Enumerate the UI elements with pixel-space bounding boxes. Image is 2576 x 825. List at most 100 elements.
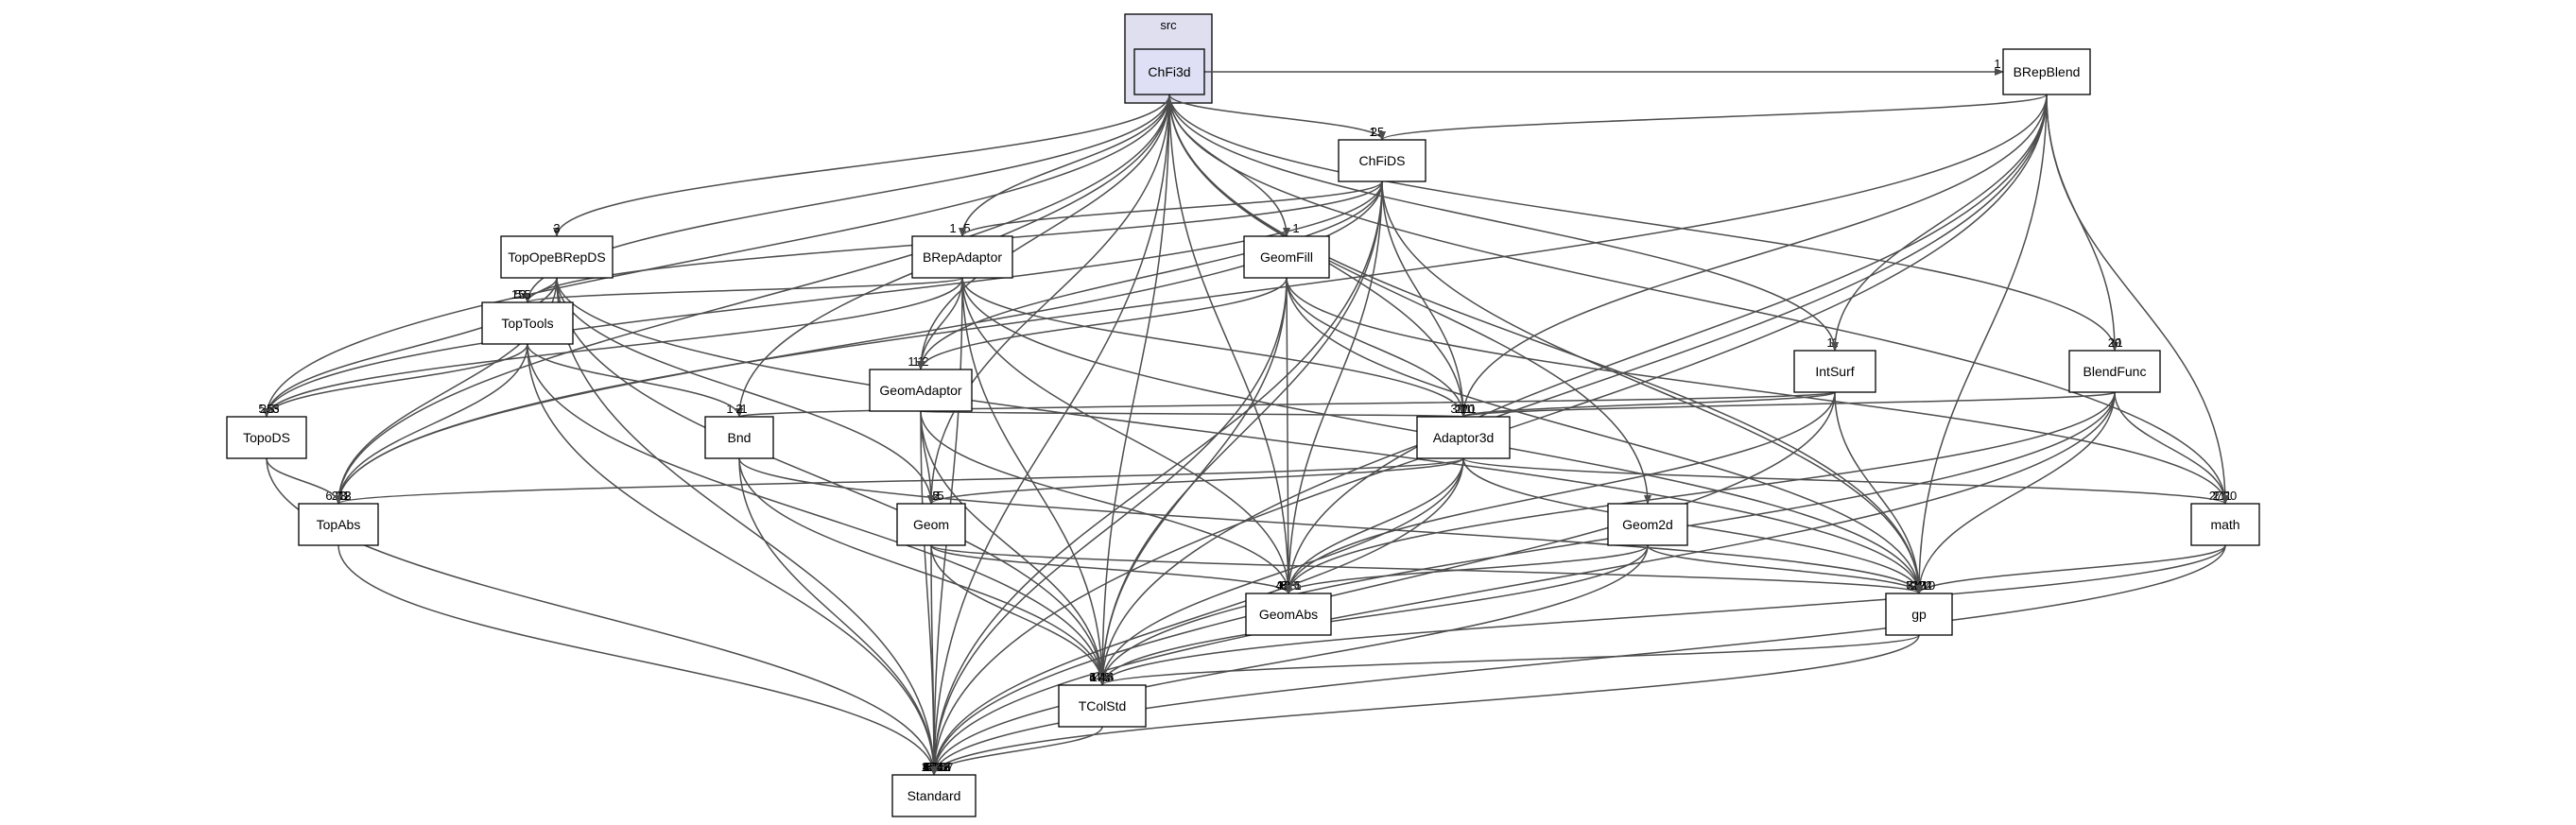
edge-brepadaptor-to-adaptor3d[interactable] [961,277,1467,418]
node-label[interactable]: Adaptor3d [1433,430,1495,445]
node-label[interactable]: BlendFunc [2083,364,2147,379]
edge-toptools-to-bnd[interactable] [527,343,743,418]
node-box[interactable] [2190,503,2260,546]
edge-chfi3d-to-topopebrepds[interactable] [553,94,1170,237]
node-box[interactable] [481,301,574,345]
edge-label[interactable]: 5 [514,287,521,301]
edge-gp-to-tcolstd[interactable] [1098,634,1920,686]
node-geomfill[interactable]: GeomFill [1243,235,1330,279]
node-adaptor3d[interactable]: Adaptor3d [1416,416,1511,459]
edge-geom-to-standard[interactable] [929,544,938,776]
edge-label[interactable]: 1 [726,402,733,416]
edge-brepblend-to-math[interactable] [2046,94,2229,505]
node-label[interactable]: Geom [913,517,949,532]
node-geomabs[interactable]: GeomAbs [1245,593,1332,636]
edge-brepblend-to-tcolstd[interactable] [1098,94,2048,686]
node-box[interactable] [226,416,307,459]
node-topabs[interactable]: TopAbs [298,503,379,546]
edge-geom2d-to-tcolstd[interactable] [1098,544,1649,686]
node-box[interactable] [2068,350,2161,393]
node-box[interactable] [911,235,1013,279]
node-label[interactable]: BRepAdaptor [923,249,1002,265]
edge-adaptor3d-to-gp[interactable] [1462,457,1923,594]
edge-label[interactable]: 1 [1294,578,1301,593]
edge-geomfill-to-geomadaptor[interactable] [917,277,1288,370]
edge-label[interactable]: 20 [2223,489,2237,503]
edge-label[interactable]: 5 [925,760,932,774]
edge-chfi3d-to-geomabs[interactable] [1168,94,1292,594]
edge-label[interactable]: 3 [344,489,351,503]
edge-label[interactable]: 3 [1450,402,1457,416]
edge-brepadaptor-to-geomadaptor[interactable] [917,277,963,370]
edge-geomadaptor-to-geomabs[interactable] [920,410,1292,594]
edge-label[interactable]: 6 [1280,578,1287,593]
node-topopebrepds[interactable]: TopOpeBRepDS [500,235,614,279]
edge-label[interactable]: 5 [272,402,279,416]
node-box[interactable] [1245,593,1332,636]
edge-label[interactable]: 7 [1103,670,1110,684]
edge-chfi3d-to-gp[interactable] [1168,94,1923,594]
edge-adaptor3d-to-math[interactable] [1462,457,2229,505]
node-label[interactable]: Geom2d [1622,517,1673,532]
edge-geom-to-tcolstd[interactable] [930,544,1106,686]
edge-label[interactable]: 3 [1906,578,1912,593]
node-math[interactable]: math [2190,503,2260,546]
edge-label[interactable]: 3 [272,402,279,416]
node-label[interactable]: TopOpeBRepDS [508,249,606,265]
node-geom[interactable]: Geom [896,503,966,546]
edge-label[interactable]: 1 [912,354,919,369]
edge-label[interactable]: 1 [921,760,927,774]
edge-geomadaptor-to-tcolstd[interactable] [920,410,1106,686]
edge-brepadaptor-to-geomabs[interactable] [961,277,1292,594]
node-brepblend[interactable]: BRepBlend [2002,48,2091,95]
node-box[interactable] [896,503,966,546]
edge-label[interactable]: 43 [937,760,950,774]
edge-chfids-to-topods[interactable] [263,180,1383,418]
edge-label[interactable]: 10 [1922,578,1935,593]
edge-geom2d-to-geomabs[interactable] [1285,544,1649,594]
edge-bnd-to-tcolstd[interactable] [738,457,1106,686]
edge-label[interactable]: 2 [1910,578,1917,593]
node-toptools[interactable]: TopTools [481,301,574,345]
edge-label[interactable]: 3 [925,760,932,774]
edge-topopebrepds-to-gp[interactable] [556,277,1923,594]
edge-adaptor3d-to-standard[interactable] [930,457,1464,776]
edge-geom2d-to-standard[interactable] [930,544,1649,776]
edge-label[interactable]: 3 [553,221,560,235]
edge-geom2d-to-gp[interactable] [1647,544,1923,594]
node-box[interactable] [500,235,614,279]
edge-topopebrepds-to-tcolstd[interactable] [556,277,1106,686]
edge-chfi3d-to-tcolstd[interactable] [1098,94,1170,686]
edge-toptools-to-tcolstd[interactable] [527,343,1106,686]
edge-intsurf-to-adaptor3d[interactable] [1460,391,1836,418]
edge-label[interactable]: 25 [260,402,273,416]
edge-math-to-gp[interactable] [1915,544,2226,594]
edge-label[interactable]: 5 [932,489,939,503]
edge-geomadaptor-to-adaptor3d[interactable] [920,407,1466,418]
edge-chfi3d-to-standard[interactable] [930,94,1170,776]
edge-chfids-to-geomabs[interactable] [1285,180,1383,594]
edge-geomfill-to-gp[interactable] [1286,277,1923,594]
edge-brepblend-to-intsurf[interactable] [1831,94,2048,352]
edge-geomfill-to-standard[interactable] [930,277,1288,776]
node-blendfunc[interactable]: BlendFunc [2068,350,2161,393]
edge-label[interactable]: 5 [963,221,970,235]
edge-brepblend-to-chfids[interactable] [1378,94,2048,141]
edge-label[interactable]: 4 [1103,670,1110,684]
edge-label[interactable]: 1 [1369,125,1375,139]
node-label[interactable]: IntSurf [1815,364,1854,379]
edge-brepadaptor-to-topods[interactable] [263,277,963,418]
edge-adaptor3d-to-tcolstd[interactable] [1098,457,1464,686]
edge-label[interactable]: 1 [908,354,914,369]
edge-label[interactable]: 6 [1906,578,1912,593]
node-box[interactable] [298,503,379,546]
edge-chfi3d-to-intsurf[interactable] [1168,94,1839,352]
edge-label[interactable]: 1 [1994,57,2000,71]
edge-label[interactable]: 5 [932,489,939,503]
edge-label[interactable]: 5 [524,287,530,301]
edge-label[interactable]: 3 [1103,670,1110,684]
node-topods[interactable]: TopoDS [226,416,307,459]
node-label[interactable]: TopoDS [243,430,290,445]
edge-chfi3d-to-blendfunc[interactable] [1168,94,2118,352]
node-label[interactable]: GeomFill [1260,249,1313,265]
